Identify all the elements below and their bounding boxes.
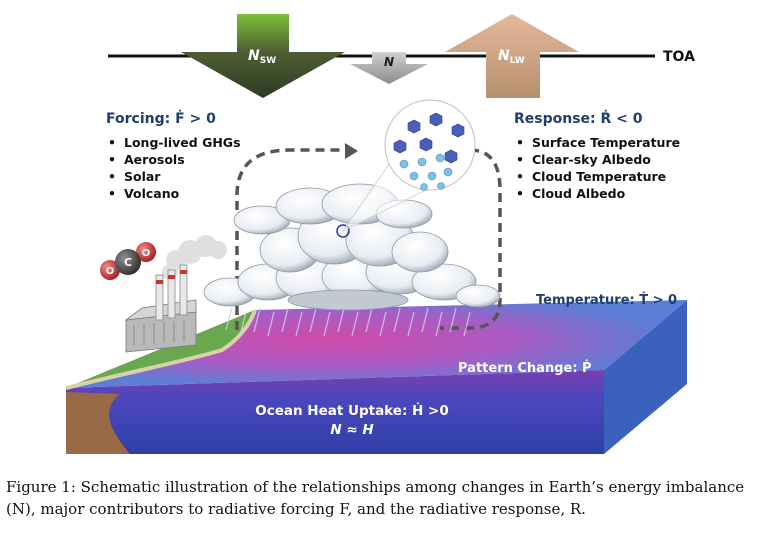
- shortwave-arrow: [181, 14, 345, 98]
- ocean-front-face: [66, 370, 604, 454]
- forcing-item: Long-lived GHGs: [108, 134, 241, 151]
- sw-arrow-label: NSW: [248, 48, 276, 66]
- co2-o-left: O: [106, 266, 115, 277]
- figure-caption: Figure 1: Schematic illustration of the …: [6, 478, 745, 518]
- ocean-slab: [65, 300, 687, 454]
- response-title: Response: Ṙ < 0: [514, 111, 643, 127]
- temperature-label: Temperature: Ṫ > 0: [536, 292, 677, 308]
- response-item: Cloud Temperature: [516, 168, 680, 185]
- cloud-particle-marker: [336, 224, 350, 238]
- co2-molecule-icon: O C O: [100, 242, 156, 280]
- forcing-item: Volcano: [108, 185, 241, 202]
- forcing-list: Long-lived GHGs Aerosols Solar Volcano: [108, 134, 241, 202]
- forcing-item: Aerosols: [108, 151, 241, 168]
- coastline: [65, 309, 257, 390]
- power-plant: [124, 235, 227, 353]
- energy-balance-label: N ≈ H: [330, 422, 374, 438]
- cloud-particles-inset: [384, 99, 476, 191]
- response-item: Cloud Albedo: [516, 185, 680, 202]
- toa-label: TOA: [663, 49, 695, 65]
- ocean-top-surface: [66, 300, 687, 388]
- co2-c: C: [124, 256, 132, 269]
- net-arrow: [350, 52, 428, 84]
- land-surface: [66, 310, 255, 388]
- ocean-heat-uptake-label: Ocean Heat Uptake: Ḣ >0: [255, 402, 449, 419]
- pattern-change-label: Pattern Change: Ṗ: [458, 360, 592, 376]
- response-item: Surface Temperature: [516, 134, 680, 151]
- rain: [225, 307, 471, 337]
- response-list: Surface Temperature Clear-sky Albedo Clo…: [516, 134, 680, 202]
- co2-o-right: O: [142, 248, 151, 259]
- response-item: Clear-sky Albedo: [516, 151, 680, 168]
- ocean-right-side: [604, 300, 687, 454]
- toa-energy-flux: [108, 14, 655, 98]
- schematic-diagram: O C O NSW N NLW TOA Temperature: Ṫ > 0 P…: [65, 14, 695, 454]
- net-arrow-label: N: [384, 55, 394, 69]
- forcing-item: Solar: [108, 168, 241, 185]
- longwave-arrow: [445, 14, 579, 98]
- forcing-title: Forcing: Ḟ > 0: [106, 111, 216, 127]
- cloud: [203, 183, 501, 311]
- seafloor: [66, 392, 130, 454]
- lw-arrow-label: NLW: [498, 48, 525, 66]
